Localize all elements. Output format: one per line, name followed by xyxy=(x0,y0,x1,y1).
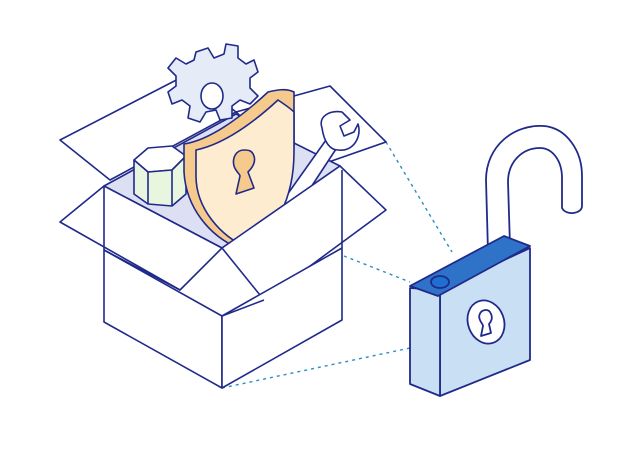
connector-lines xyxy=(221,141,453,389)
padlock-shackle xyxy=(485,125,583,253)
hex-nut-icon xyxy=(133,145,187,207)
padlock-body-front xyxy=(409,287,441,397)
connector-line-middle xyxy=(343,255,411,283)
unlocked-padlock-icon xyxy=(409,125,583,397)
box-side-right xyxy=(221,247,343,389)
box-rim xyxy=(103,170,343,317)
box-front xyxy=(59,165,387,389)
hex-nut-edge xyxy=(147,170,173,206)
shield-keyhole xyxy=(232,149,256,195)
box-front-flap-right xyxy=(221,165,387,301)
connector-line-top xyxy=(385,141,453,253)
shield-keyhole-icon xyxy=(183,88,295,249)
padlock-keyhole xyxy=(478,309,493,337)
wrench-head xyxy=(320,110,360,151)
gear-icon xyxy=(167,43,259,123)
padlock-shackle-hole xyxy=(430,275,450,289)
hex-nut-side xyxy=(133,155,187,207)
gear-hole xyxy=(200,82,224,110)
wrench-icon xyxy=(281,110,360,211)
